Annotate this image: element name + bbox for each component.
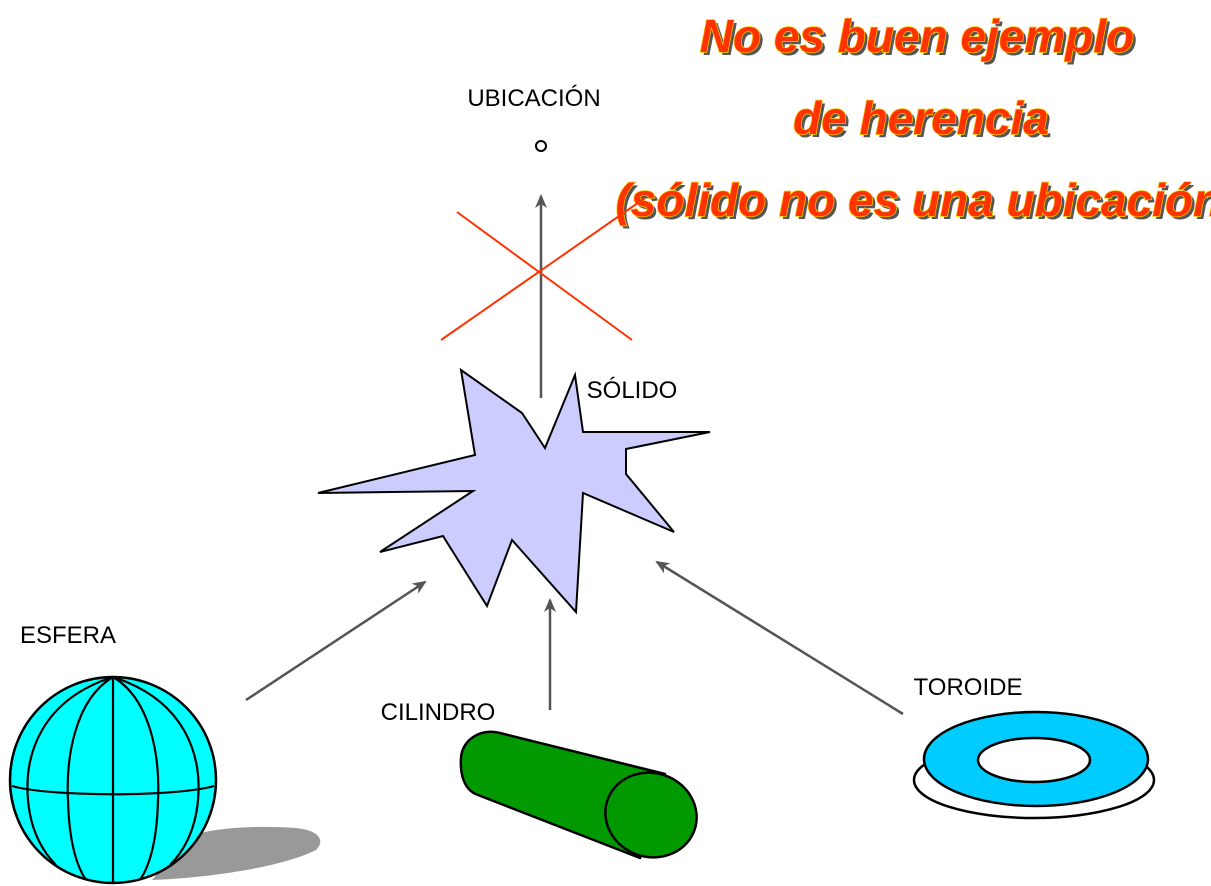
sphere-label: ESFERA [20,622,116,649]
location-label: UBICACIÓN [467,85,600,112]
cylinder-shape [459,730,698,860]
note-line-3: (sólido no es una ubicación) [615,174,1211,226]
inheritance-note: No es buen ejemplo No es buen ejemplo de… [615,9,1211,229]
svg-text:No es buen ejemplo: No es buen ejemplo [703,13,1138,65]
solid-label: SÓLIDO [587,377,678,404]
solid-shape [317,367,711,615]
svg-text:(sólido no es una ubicación): (sólido no es una ubicación) [618,177,1211,229]
cross-out-mark [440,197,646,341]
location-point [535,140,547,152]
sphere-to-solid-arrow [245,580,427,702]
note-line-1: No es buen ejemplo [700,10,1135,62]
cylinder-label: CILINDRO [381,699,496,726]
svg-text:de herencia: de herencia [796,95,1052,147]
note-line-2: de herencia [793,92,1049,144]
torus-label: TOROIDE [914,674,1023,701]
sphere-shape [8,675,321,885]
torus-to-solid-arrow [655,560,904,716]
torus-shape [912,710,1156,820]
